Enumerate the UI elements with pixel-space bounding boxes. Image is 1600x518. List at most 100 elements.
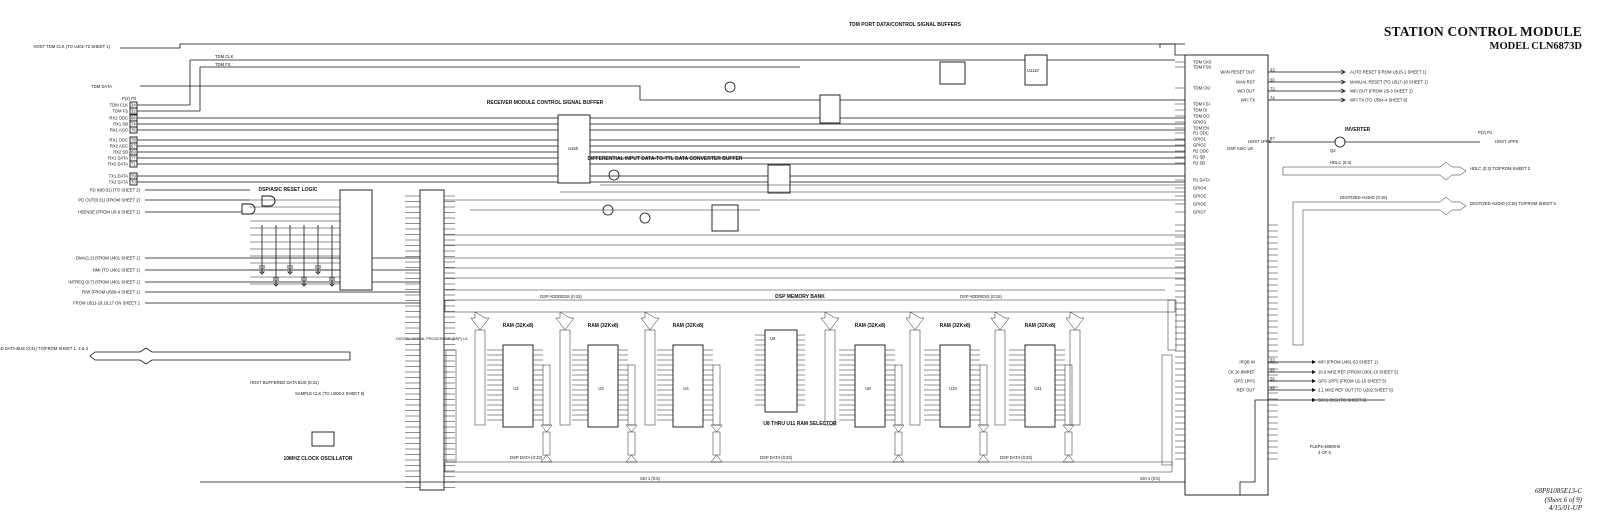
left-input-label: PD IN(0:31) (TO SHEET 2) bbox=[90, 188, 141, 193]
left-pin-number: 74 bbox=[131, 122, 136, 127]
buffer-chip-u190 bbox=[939, 61, 966, 85]
diff-converter-title: DIFFERENTIAL INPUT DATA-TO-TTL DATA CONV… bbox=[588, 156, 743, 162]
tdm-data-label: TDM DATA bbox=[91, 84, 112, 89]
asic-pin-label: TDM FS0 bbox=[1193, 65, 1212, 70]
hdlc-bus bbox=[1282, 161, 1467, 181]
data-bus-drop bbox=[542, 364, 551, 426]
bus-drop bbox=[559, 329, 571, 426]
bus-drop-arrow bbox=[905, 311, 925, 331]
data-bus-label-1: DSP DATA (0:23) bbox=[510, 455, 543, 460]
host-1pps-conn: P(2) P1 bbox=[1478, 130, 1493, 135]
ram-selector-chip-u9 bbox=[764, 329, 798, 413]
left-pin-number: 76 bbox=[131, 128, 136, 133]
dsp-label: DIGITAL SIGNAL PROCESSOR (DSP) U1 bbox=[396, 337, 468, 341]
bus-drop-arrow bbox=[640, 311, 660, 331]
lower-right-label: 2.1 MHZ REF OUT (TO U202 SHEET 5) bbox=[1318, 388, 1394, 393]
right-output-label: WFI TX (TO U504-4 SHEET 6) bbox=[1350, 98, 1408, 103]
asic-pin-label: TDM CK0 bbox=[1193, 60, 1212, 65]
left-input-label: NMI (TO U401 SHEET 1) bbox=[93, 268, 141, 273]
dsp-chip-u1 bbox=[419, 189, 445, 491]
transistor-q150 bbox=[608, 169, 620, 181]
u155-label: U155 bbox=[568, 146, 579, 151]
drawing-sheet: 4 OF 6 bbox=[1318, 450, 1331, 455]
ram-label: RAM (32Kx8) bbox=[940, 323, 971, 329]
asic-pin-label: GPIO7 bbox=[1193, 210, 1206, 215]
left-pin-number: 32 bbox=[131, 109, 136, 114]
decoupling-capacitors bbox=[250, 189, 373, 291]
asic-pin-label: TDM DO bbox=[1193, 114, 1210, 119]
dsp-data-bus-riser bbox=[445, 349, 457, 463]
left-pin-label: RX2 SB bbox=[113, 150, 128, 155]
ram-chip bbox=[1024, 344, 1056, 428]
asic-pin-label: GPIO1 bbox=[1193, 137, 1206, 142]
left-input-label: FROM U511-19,18,17 ON SHEET 2 bbox=[73, 301, 141, 306]
ssi-out-line bbox=[1239, 399, 1385, 495]
bus-drop bbox=[909, 329, 921, 426]
left-pin-number: 70 bbox=[131, 180, 136, 185]
ram-ref-label: U2 bbox=[513, 386, 519, 391]
data-bus-drop bbox=[894, 364, 903, 426]
bus-drop bbox=[644, 329, 656, 426]
left-input-label: R/W (FROM U509-4 SHEET 1) bbox=[82, 290, 140, 295]
asic-pin-label: R1 SB bbox=[1193, 155, 1205, 160]
bus-drop bbox=[1069, 329, 1081, 426]
bus-drop bbox=[824, 329, 836, 426]
clock-oscillator-title: 10MHZ CLOCK OSCILLATOR bbox=[284, 456, 353, 462]
asic-input-pin: IRQB IN bbox=[1239, 360, 1255, 365]
asic-pin-label: GPIO5 bbox=[1193, 194, 1206, 199]
bus-drop-arrow bbox=[1065, 311, 1085, 331]
asic-pin-label: TDM CKI bbox=[1193, 86, 1210, 91]
left-pin-number: 71 bbox=[131, 162, 136, 167]
asic-pin-label: R2 ODC bbox=[1193, 149, 1209, 154]
inverter-transistor-q2 bbox=[1334, 136, 1346, 148]
address-bus-to-asic bbox=[1167, 299, 1177, 351]
dsp-data-bus-asic bbox=[1161, 354, 1173, 466]
output-wire bbox=[1268, 79, 1346, 85]
left-pin-label: RX2 AGC bbox=[110, 144, 128, 149]
ram-label: RAM (32Kx8) bbox=[855, 323, 886, 329]
ram-label: RAM (32Kx8) bbox=[1025, 323, 1056, 329]
clock-oscillator-chip bbox=[311, 431, 335, 447]
ram-selector-title: U8 THRU U11 RAM SELECTOR bbox=[763, 421, 837, 427]
top-signal-lines bbox=[120, 43, 1185, 101]
asic-output-pin: WFI TX bbox=[1241, 98, 1255, 103]
u9-label: U9 bbox=[770, 336, 776, 341]
asic-pin-label: GPIO6 bbox=[1193, 202, 1206, 207]
ram-label: RAM (32Kx8) bbox=[588, 323, 619, 329]
host-1pps-num: 57 bbox=[1270, 136, 1275, 141]
asic-output-num: 60 bbox=[1270, 78, 1275, 83]
bus-drop bbox=[474, 329, 486, 426]
and-gate-u58 bbox=[241, 203, 256, 215]
output-wire bbox=[1268, 88, 1346, 94]
left-pin-number: 77 bbox=[131, 156, 136, 161]
left-pin-label: TX1 DATA bbox=[109, 174, 129, 179]
tdm-buffers-title: TDM PORT DATA/CONTROL SIGNAL BUFFERS bbox=[849, 22, 962, 28]
reset-chip-u12 bbox=[339, 189, 373, 291]
ram-ref-label: U8 bbox=[865, 386, 871, 391]
left-pin-number: 68 bbox=[131, 116, 136, 121]
host-bus-label: HOST BUFFERED DATA BUS (0:31) TO/FROM SH… bbox=[0, 346, 89, 351]
ram-chip bbox=[587, 344, 619, 428]
left-pin-label: RX2 ODC bbox=[109, 116, 128, 121]
ram-ref-label: U11 bbox=[1034, 386, 1042, 391]
model-number: MODEL CLN6873D bbox=[1489, 41, 1582, 52]
sample-clk-label: SAMPLE CLK (TO U206-2 SHEET 5) bbox=[295, 391, 365, 396]
address-bus-label-2: DSP ADDRESS (0:15) bbox=[960, 294, 1002, 299]
left-input-label: DMA(1:2) (FROM U401 SHEET 1) bbox=[76, 256, 141, 261]
left-pin-label: TDM FS bbox=[112, 109, 128, 114]
left-pin-label: RX1 DATA bbox=[108, 156, 128, 161]
right-output-label: AUTO RESET (FROM U515-1 SHEET 1) bbox=[1350, 70, 1427, 75]
hdlc-ext-label: HDLC (0:3) TO/FROM SHEET 2 bbox=[1470, 166, 1531, 171]
left-pin-number: 69 bbox=[131, 150, 136, 155]
asic-pin-label: R2 SB bbox=[1193, 161, 1205, 166]
data-bus-drop bbox=[979, 364, 988, 426]
dsp-pins bbox=[405, 195, 455, 488]
document-number: 68P81085E13-C bbox=[1534, 487, 1582, 495]
host-1pps-label: HOST 1PPS bbox=[1495, 139, 1519, 144]
asic-input-pin: REF OUT bbox=[1237, 388, 1256, 393]
address-bus-drops bbox=[470, 311, 1085, 426]
dsp-data-bus bbox=[444, 461, 1173, 473]
left-pin-label: RX1 AGC bbox=[110, 128, 128, 133]
left-pin-number: 67 bbox=[131, 144, 136, 149]
